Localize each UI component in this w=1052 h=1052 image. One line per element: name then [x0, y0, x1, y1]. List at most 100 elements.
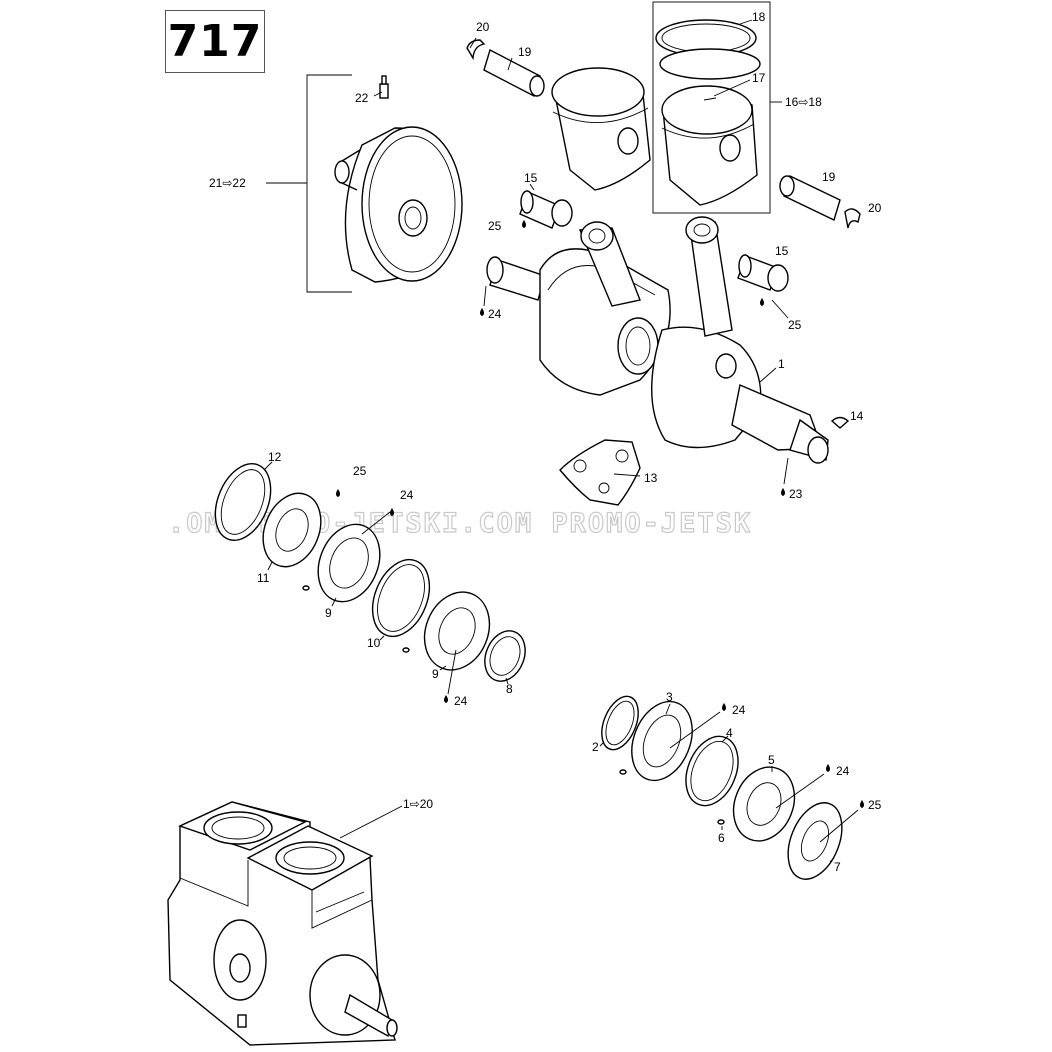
shim-ring-12 — [214, 463, 272, 541]
callout-22: 22 — [355, 91, 369, 105]
circlip-right-icon — [844, 208, 861, 229]
leader-20a — [469, 37, 477, 49]
callout-24b: 24 — [400, 488, 414, 502]
leader-24c — [447, 649, 457, 695]
flywheel-bore — [404, 206, 422, 230]
needle-bearing-left-end — [520, 190, 534, 214]
leader-18 — [739, 19, 753, 25]
flywheel-bracket — [306, 74, 352, 293]
flywheel-boss-edge — [341, 149, 361, 191]
callout-24d: 24 — [732, 703, 746, 717]
callout-7: 7 — [834, 860, 841, 874]
callout-10: 10 — [367, 636, 381, 650]
conrod-left-small-end — [580, 221, 614, 251]
cylinder-bore-left-inner — [211, 816, 265, 840]
piston-left-group — [466, 39, 651, 191]
callout-8: 8 — [506, 682, 513, 696]
leader-24b — [361, 511, 391, 535]
ring-locating-pin — [703, 97, 717, 101]
callout-18: 18 — [752, 10, 766, 24]
callout-25a: 25 — [488, 219, 502, 233]
stud-body — [379, 83, 389, 99]
leader-22 — [373, 91, 383, 97]
half-ring-hole-1 — [573, 459, 587, 473]
piston-right-crown — [661, 85, 753, 135]
callout-2: 2 — [592, 740, 599, 754]
seal-11-inner — [275, 508, 309, 552]
pto-spline-stub — [229, 953, 251, 983]
crank-right-pin — [715, 353, 737, 379]
leader-8 — [505, 677, 509, 685]
ring-10 — [371, 558, 431, 638]
ball-bearing-3-inner — [642, 714, 682, 768]
oil-drop-icon — [722, 703, 726, 711]
leader-15a — [529, 183, 535, 191]
needle-bearing-right-ring — [767, 264, 789, 292]
seal-11 — [262, 492, 322, 568]
crankshaft-half-ring — [559, 439, 641, 506]
callout-25b: 25 — [788, 318, 802, 332]
callout-15b: 15 — [775, 244, 789, 258]
ball-bearing-5-inner — [746, 782, 782, 826]
callout-20a: 20 — [476, 20, 490, 34]
callout-4: 4 — [726, 726, 733, 740]
distance-ring-8-inner — [489, 636, 521, 676]
callout-11: 11 — [257, 571, 270, 585]
oil-drop-icon — [444, 695, 448, 703]
seal-7-inner — [800, 820, 830, 862]
leader-19a — [507, 57, 513, 71]
pto-bearing-stack — [214, 463, 526, 682]
needle-bearing-right-end — [738, 254, 752, 278]
callout-20b: 20 — [868, 201, 882, 215]
ball-bearing-9b-inner — [438, 607, 476, 655]
callout-14: 14 — [850, 409, 864, 423]
callout-12: 12 — [268, 450, 282, 464]
callout-24a: 24 — [488, 307, 502, 321]
cylinder-walls — [179, 830, 373, 929]
leader-12 — [263, 461, 273, 471]
leader-4 — [721, 735, 729, 743]
woodruff-key-icon — [830, 416, 850, 429]
piston-ring-bottom — [659, 48, 761, 80]
cylinder-bore-right-inner — [283, 846, 337, 870]
piston-left-ring-groove — [552, 107, 649, 124]
piston-pin-right-end — [779, 175, 795, 197]
leader-25d — [819, 809, 859, 843]
leader-1-20 — [339, 805, 403, 839]
crank-pto-spline — [486, 256, 504, 284]
callout-17: 17 — [752, 71, 766, 85]
ring-10-inner — [377, 564, 425, 632]
callout-labels: 20 19 18 17 16⇨18 22 21⇨22 15 25 19 20 1… — [209, 10, 882, 874]
oil-drop-icon — [390, 508, 394, 516]
pin-9b — [402, 647, 410, 653]
leader-11 — [267, 561, 273, 571]
flywheel-boss — [334, 160, 350, 184]
piston-pin-right-group — [779, 175, 861, 229]
leader-3 — [665, 703, 671, 715]
ball-bearing-3 — [631, 700, 693, 782]
seal-7 — [787, 802, 843, 880]
leader-13 — [613, 473, 641, 477]
piston-pin-left — [483, 48, 541, 98]
callout-25d: 25 — [868, 798, 882, 812]
callout-16-18: 16⇨18 — [785, 95, 822, 109]
ball-bearing-5 — [732, 766, 796, 842]
callout-24c: 24 — [454, 694, 468, 708]
mag-bearing-stack — [601, 695, 843, 880]
stud-tip — [381, 75, 387, 85]
leader-24d — [669, 711, 721, 749]
leader-17 — [713, 79, 751, 97]
oil-drop-icon — [480, 308, 484, 316]
ball-bearing-9b — [423, 591, 491, 671]
oil-drop-icon — [826, 764, 830, 772]
magneto-flywheel — [266, 74, 463, 293]
half-ring-hole-3 — [615, 449, 629, 463]
leader-7 — [829, 857, 835, 863]
leader-1 — [759, 367, 777, 383]
crank-center-gear — [625, 326, 651, 366]
piston-right-ring-groove — [661, 123, 755, 139]
shim-ring-12-inner — [220, 469, 266, 535]
piston-right-pin-boss — [719, 134, 741, 162]
